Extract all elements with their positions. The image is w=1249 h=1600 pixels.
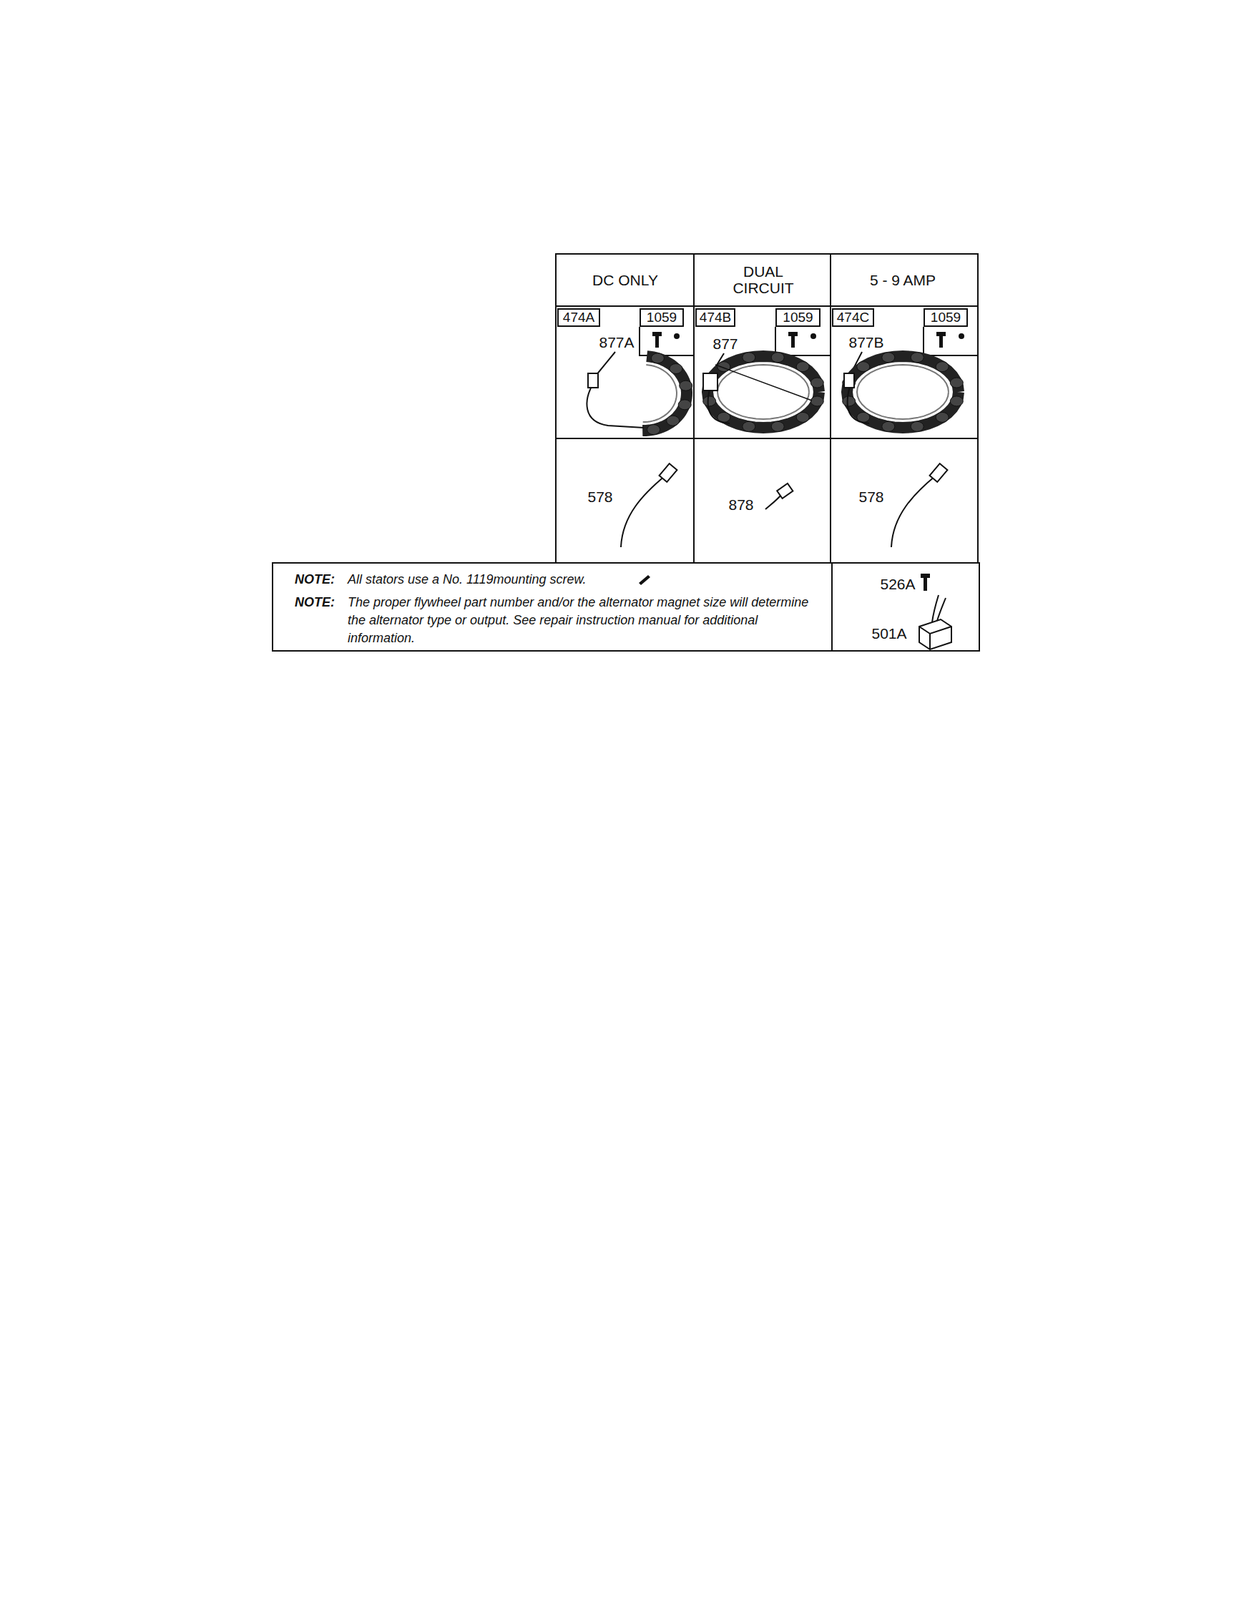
stator-coil	[810, 377, 824, 388]
stator-inner	[717, 364, 810, 420]
screw-icon	[652, 331, 662, 337]
stator-coil	[910, 421, 924, 432]
callout-number: 877	[712, 335, 738, 352]
stator-coil	[669, 364, 683, 375]
wire-lead	[891, 475, 936, 548]
screw-icon	[923, 576, 928, 591]
stator-coil	[796, 361, 810, 372]
part-number: 1059	[930, 309, 961, 326]
nut-icon	[673, 333, 680, 340]
hardware-box	[775, 326, 831, 356]
column-heading: DUAL CIRCUIT	[723, 263, 803, 297]
part-number: 1059	[646, 309, 677, 326]
nut-icon	[958, 333, 965, 340]
stator-coil	[666, 415, 680, 426]
table-rule	[829, 253, 832, 563]
callout-number: 878	[728, 496, 754, 513]
stator-coil	[882, 352, 895, 363]
stator-coil	[949, 396, 963, 407]
stator-coil	[856, 361, 870, 372]
stator-coil	[703, 396, 717, 407]
callout-number: 877A	[598, 334, 634, 351]
stator-coil	[810, 396, 824, 407]
callout-box: 1059	[775, 308, 821, 327]
stator-coil	[679, 380, 693, 391]
stator-coil	[771, 421, 785, 432]
column-heading: 5 - 9 AMP	[869, 271, 936, 289]
callout-box: 474A	[557, 308, 601, 327]
connector-plug	[776, 483, 793, 499]
table-rule	[555, 305, 978, 307]
stator-line	[715, 364, 812, 401]
table-rule	[831, 562, 833, 651]
regulator-module	[919, 619, 952, 650]
callout-box: 474C	[831, 308, 875, 327]
screw-icon	[788, 331, 798, 337]
stator-coil	[742, 421, 756, 432]
part-number: 474A	[562, 309, 595, 326]
note-heading: NOTE:	[294, 570, 335, 589]
part-number: 474C	[836, 309, 870, 326]
stator-plug	[844, 373, 855, 388]
callout-number: 501A	[871, 625, 907, 642]
screw-icon	[939, 334, 943, 348]
wire-terminal	[659, 463, 678, 483]
stator-coil	[647, 424, 661, 435]
callout-box: 474B	[695, 308, 736, 327]
callout-number: 877B	[848, 334, 884, 351]
stator-ring	[642, 356, 687, 431]
hardware-box	[923, 326, 978, 356]
stator-coil	[935, 361, 949, 372]
wire-lead	[620, 475, 666, 548]
callout-number: 578	[587, 488, 613, 506]
screw-icon	[638, 575, 651, 586]
screw-icon	[655, 334, 659, 348]
note-text: All stators use a No. 1119mounting screw…	[347, 570, 634, 589]
note-text: The proper flywheel part number and/or t…	[347, 593, 826, 648]
stator-coil	[949, 377, 963, 388]
stator-coil	[796, 412, 810, 423]
screw-icon	[791, 334, 795, 348]
nut-icon	[810, 333, 817, 340]
stator-coil	[650, 353, 664, 364]
stator-lead	[586, 382, 644, 428]
leader-line	[595, 351, 616, 376]
part-number: 474B	[699, 309, 732, 326]
stator-ring	[846, 356, 959, 428]
stator-coil	[771, 352, 785, 363]
callout-box: 1059	[923, 308, 968, 327]
stator-lead	[708, 386, 730, 424]
stator-lead	[847, 386, 870, 424]
table-frame	[555, 253, 978, 563]
stator-coil	[678, 399, 692, 410]
table-rule	[693, 253, 695, 563]
column-heading: DC ONLY	[592, 271, 659, 289]
stator-inner	[856, 364, 949, 420]
wire-terminal	[929, 463, 948, 483]
regulator-lead	[932, 595, 946, 623]
wire-lead	[765, 495, 782, 510]
stator-coil	[910, 352, 924, 363]
regulator-module	[919, 626, 952, 650]
stator-coil	[742, 352, 756, 363]
note-frame	[272, 562, 980, 651]
callout-box: 1059	[639, 308, 684, 327]
stator-ring	[707, 356, 820, 428]
table-rule	[555, 437, 978, 440]
stator-inner	[643, 364, 677, 423]
note-heading: NOTE:	[294, 593, 335, 612]
screw-icon	[920, 573, 930, 579]
stator-coil	[935, 412, 949, 423]
part-number: 1059	[782, 309, 813, 326]
stator-plug	[703, 373, 718, 391]
stator-coil	[882, 421, 895, 432]
stator-coil	[842, 396, 856, 407]
callout-number: 578	[858, 488, 884, 506]
stator-plug	[588, 373, 599, 388]
screw-icon	[936, 331, 946, 337]
callout-number: 526A	[879, 575, 915, 593]
